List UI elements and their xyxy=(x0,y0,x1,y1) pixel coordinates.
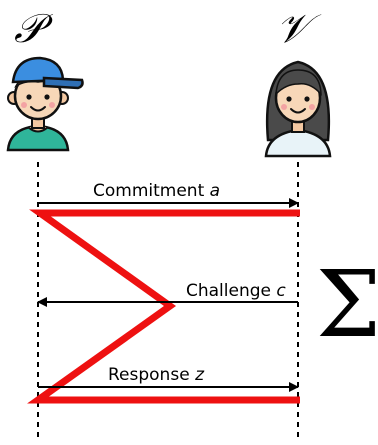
challenge-label: Challenge c xyxy=(186,281,286,301)
commitment-label: Commitment a xyxy=(93,181,220,201)
sigma-path xyxy=(27,209,300,404)
girl-avatar-icon xyxy=(264,60,332,158)
verifier-label: 𝒱 xyxy=(276,6,322,52)
prover-label: 𝒫 xyxy=(14,6,54,52)
boy-cap-avatar-icon xyxy=(6,56,84,152)
response-label: Response z xyxy=(108,365,205,385)
sigma-symbol: Σ xyxy=(316,251,378,358)
